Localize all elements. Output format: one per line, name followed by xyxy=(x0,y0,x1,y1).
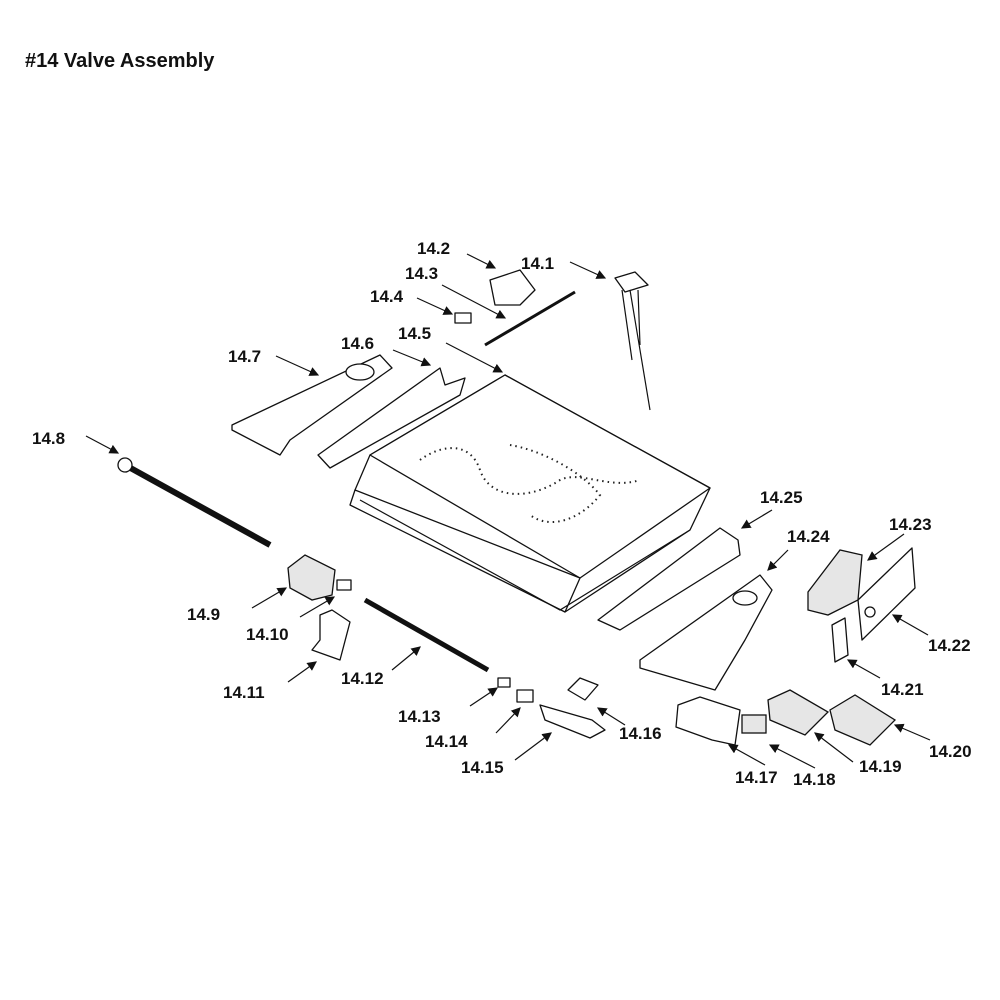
part-14-18-connector xyxy=(741,714,767,734)
callout-14-17: 14.17 xyxy=(735,768,778,787)
leader-arrow xyxy=(740,509,773,529)
leader-arrow xyxy=(814,732,854,763)
callout-14-2: 14.2 xyxy=(417,239,450,258)
leader-arrow xyxy=(392,349,432,367)
leader-arrow xyxy=(495,707,521,734)
callout-14-8: 14.8 xyxy=(32,429,65,448)
leader-arrow xyxy=(768,744,816,769)
part-14-22-panel xyxy=(857,547,916,641)
part-14-21-plate xyxy=(831,617,849,663)
part-14-24-bracket xyxy=(639,574,773,691)
part-14-2-bracket xyxy=(489,269,536,306)
part-14-10-fitting xyxy=(336,579,352,591)
leader-arrow xyxy=(846,659,881,679)
part-14-11-bracket xyxy=(311,609,351,661)
leader-arrow xyxy=(275,355,320,376)
leader-arrow xyxy=(727,744,766,766)
part-14-8-gas-hose xyxy=(117,457,272,548)
part-14-15-venturi xyxy=(539,704,606,739)
leader-arrow xyxy=(85,435,120,454)
leader-arrow xyxy=(867,533,905,561)
callout-14-4: 14.4 xyxy=(370,287,404,306)
callout-14-9: 14.9 xyxy=(187,605,220,624)
callout-14-15: 14.15 xyxy=(461,758,504,777)
leader-arrow xyxy=(299,596,336,618)
callout-14-3: 14.3 xyxy=(405,264,438,283)
part-14-19-module xyxy=(767,689,830,736)
part-14-7-bracket xyxy=(231,354,393,456)
callout-14-5: 14.5 xyxy=(398,324,431,343)
callout-14-19: 14.19 xyxy=(859,757,902,776)
callout-14-20: 14.20 xyxy=(929,742,972,761)
part-14-1-thermocouple xyxy=(614,271,651,411)
callout-14-24: 14.24 xyxy=(787,527,830,546)
part-14-5-burner-pan xyxy=(349,374,711,613)
part-14-14-orifice xyxy=(516,689,534,703)
leader-arrow xyxy=(469,687,498,707)
leader-arrow xyxy=(287,661,317,683)
callout-14-18: 14.18 xyxy=(793,770,836,789)
callout-14-22: 14.22 xyxy=(928,636,971,655)
leader-arrow xyxy=(891,614,929,636)
callout-14-11: 14.11 xyxy=(223,683,265,702)
leader-arrow xyxy=(569,261,607,279)
part-14-25-bracket xyxy=(597,527,741,631)
leader-arrow xyxy=(251,587,288,609)
callout-14-1: 14.1 xyxy=(521,254,554,273)
part-14-3-igniter xyxy=(484,290,576,347)
callout-14-12: 14.12 xyxy=(341,669,384,688)
leader-arrow xyxy=(893,723,931,741)
part-14-9-valve xyxy=(287,554,336,601)
callout-14-13: 14.13 xyxy=(398,707,441,726)
callout-14-16: 14.16 xyxy=(619,724,662,743)
leader-arrow xyxy=(596,707,626,726)
callout-14-23: 14.23 xyxy=(889,515,932,534)
leader-arrow xyxy=(445,342,504,373)
leader-arrow xyxy=(416,297,454,315)
part-14-17-control-box xyxy=(675,696,741,746)
callout-14-10: 14.10 xyxy=(246,625,289,644)
leader-arrow xyxy=(767,549,789,571)
part-14-13-fitting xyxy=(497,677,511,688)
callout-14-7: 14.7 xyxy=(228,347,261,366)
part-14-23-box xyxy=(807,549,863,616)
part-14-6-bracket xyxy=(317,367,466,469)
leader-arrow xyxy=(466,253,497,269)
leader-arrow xyxy=(514,732,552,761)
callout-14-25: 14.25 xyxy=(760,488,803,507)
diagram-title: #14 Valve Assembly xyxy=(25,50,215,72)
part-14-16-gasket xyxy=(567,677,599,701)
part-14-12-pipe xyxy=(363,597,490,673)
callout-14-21: 14.21 xyxy=(881,680,924,699)
part-14-20-module xyxy=(829,694,897,746)
part-14-4-clip xyxy=(454,312,472,324)
callout-14-6: 14.6 xyxy=(341,334,374,353)
leader-arrows xyxy=(85,253,931,769)
leader-arrow xyxy=(441,284,507,319)
leader-arrow xyxy=(391,646,421,671)
callout-14-14: 14.14 xyxy=(425,732,468,751)
